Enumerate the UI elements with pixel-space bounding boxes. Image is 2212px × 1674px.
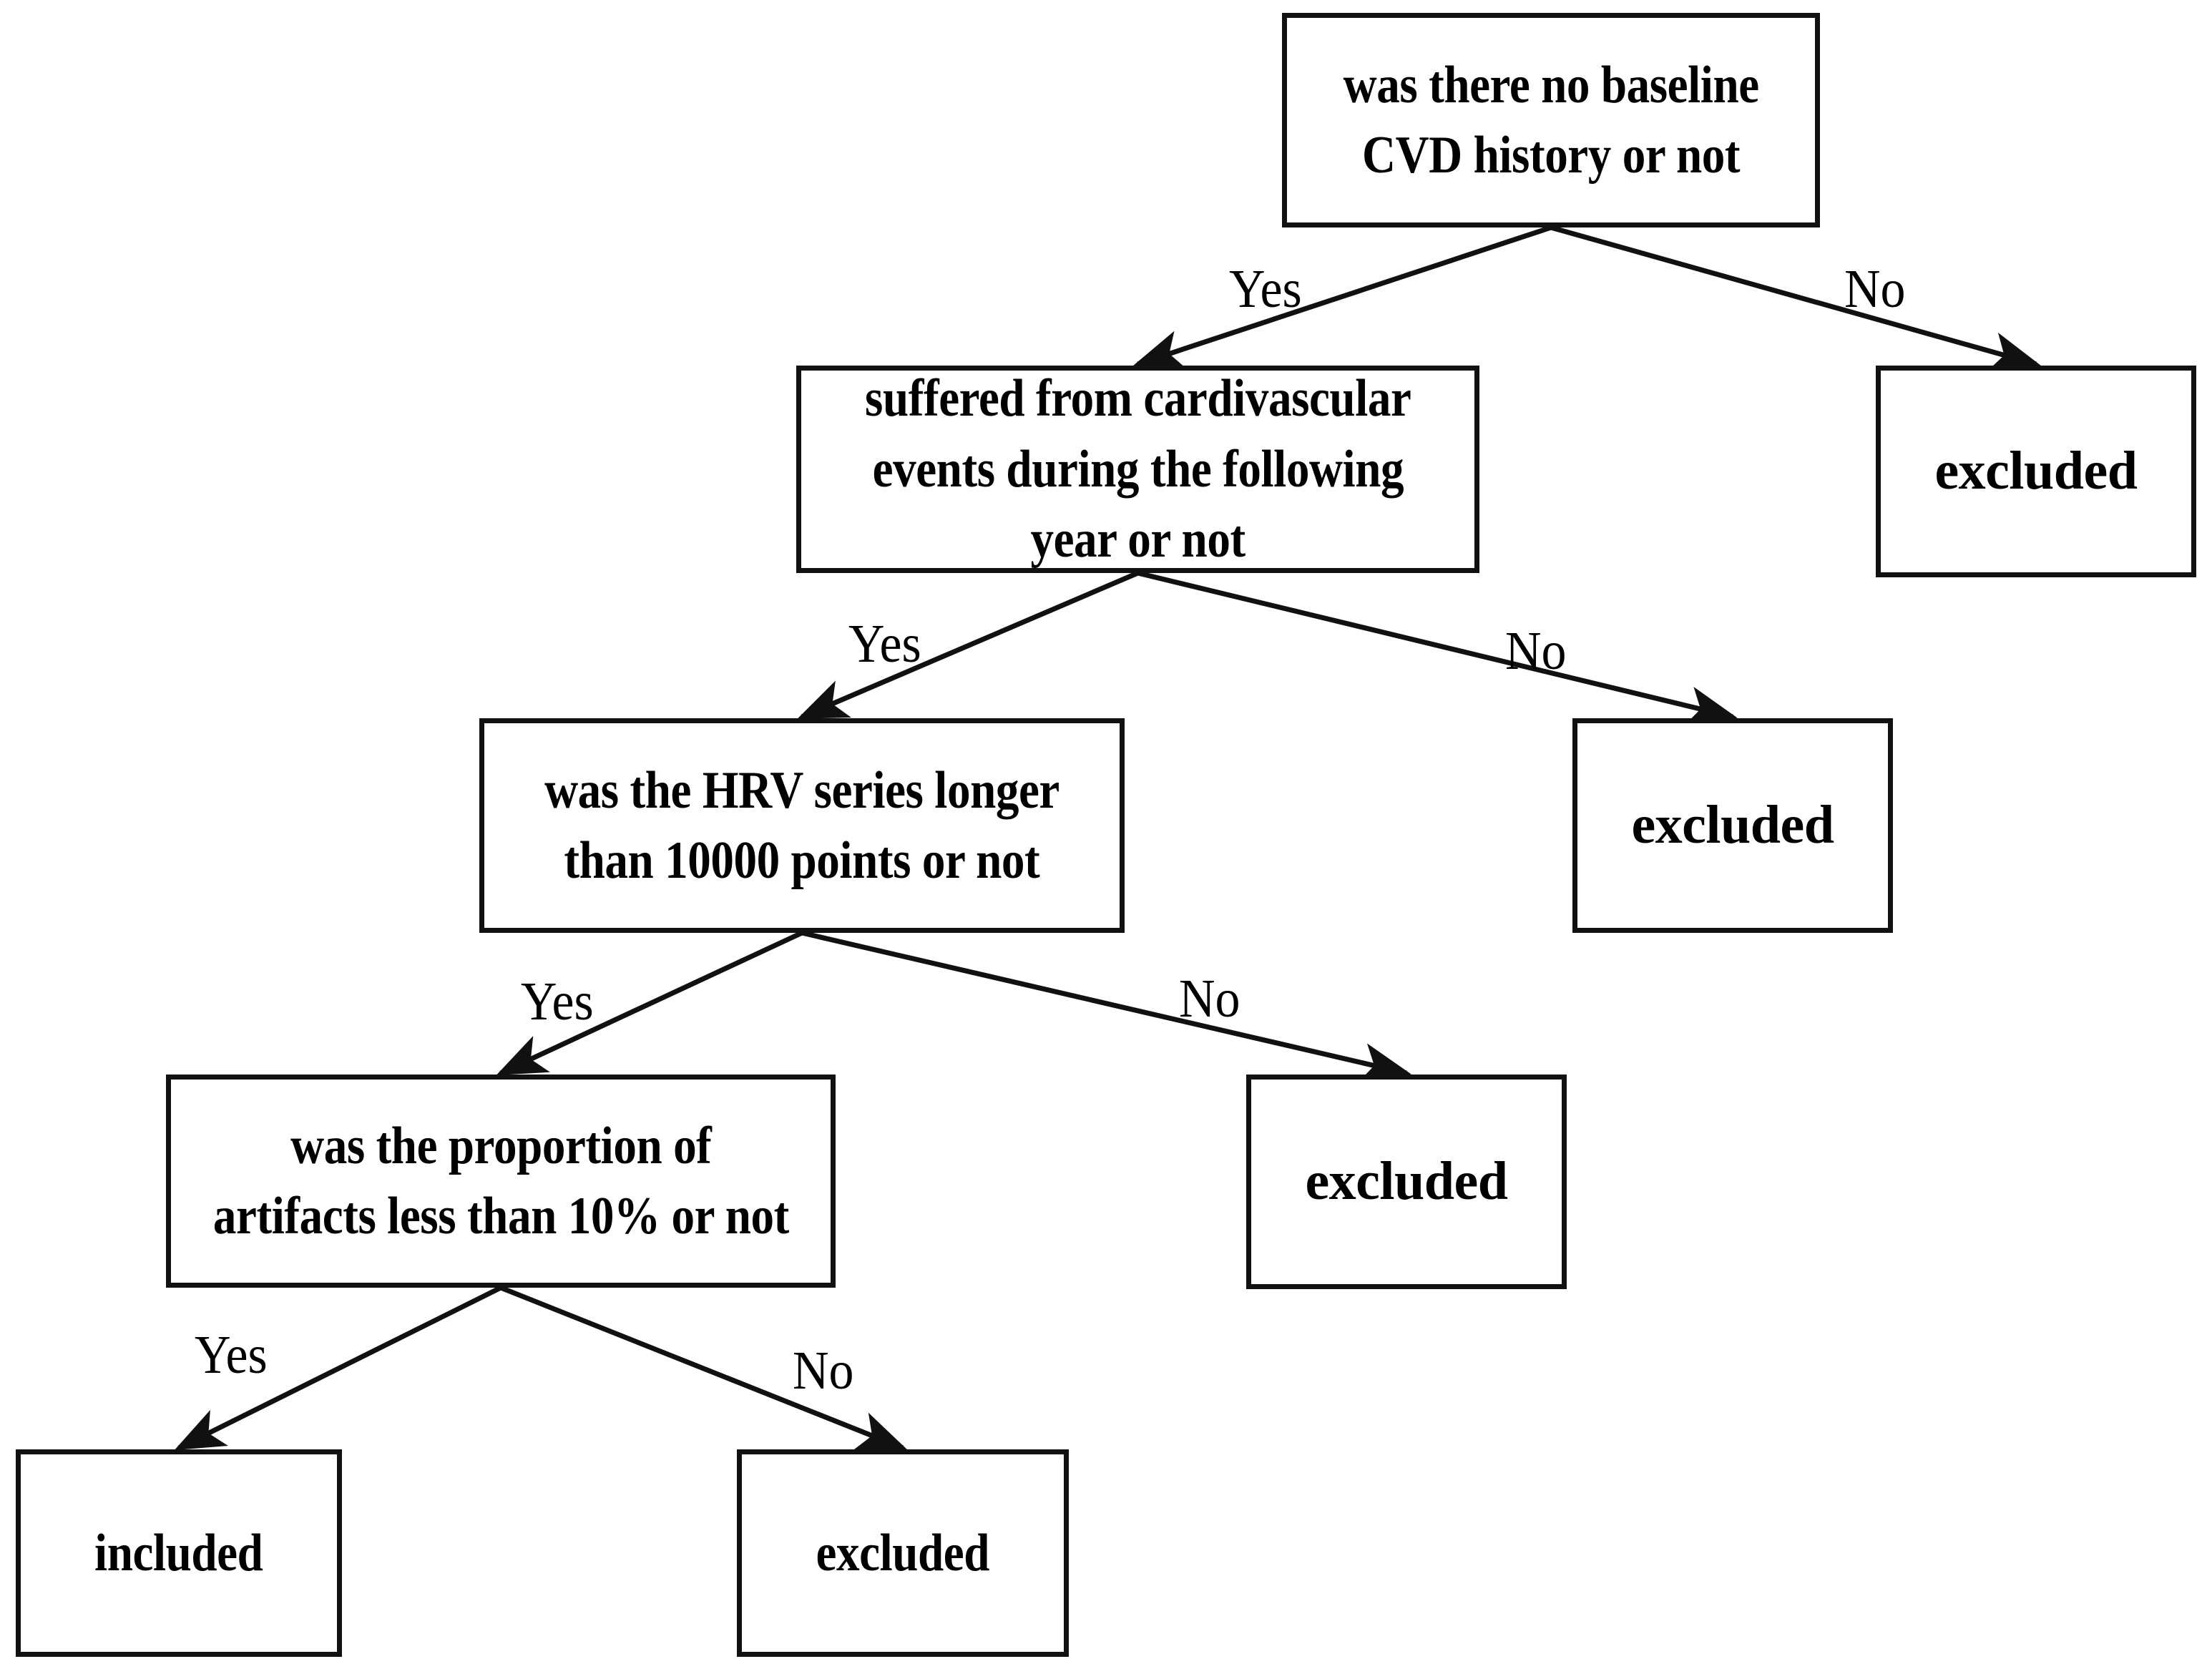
- edge-q1-to-ex1: [1550, 225, 2041, 371]
- edge-q1-to-q2: [1132, 225, 1552, 369]
- node-q4-line-0: was the proportion of: [290, 1116, 712, 1175]
- node-ex4[interactable]: excluded: [737, 1449, 1069, 1657]
- node-inc[interactable]: included: [16, 1449, 342, 1657]
- node-q1-line-0: was there no baseline: [1343, 55, 1759, 114]
- edge-q3-to-ex3: [801, 930, 1411, 1083]
- node-ex4-line-0: excluded: [816, 1523, 990, 1582]
- node-q3-line-1: than 10000 points or not: [564, 831, 1040, 890]
- node-ex2[interactable]: excluded: [1572, 718, 1893, 933]
- node-q2-line-2: year or not: [1030, 510, 1246, 569]
- node-ex3-line-0: excluded: [1305, 1151, 1508, 1212]
- node-q1-line-1: CVD history or not: [1361, 126, 1741, 185]
- node-ex3[interactable]: excluded: [1246, 1075, 1567, 1289]
- edge-q2-to-ex2: [1137, 570, 1738, 726]
- edge-label-q1-yes: Yes: [1229, 259, 1302, 319]
- node-ex1[interactable]: excluded: [1876, 366, 2196, 577]
- node-q3-line-0: was the HRV series longer: [544, 760, 1059, 820]
- node-q2[interactable]: suffered from cardivascular events during…: [796, 366, 1479, 573]
- edge-label-q4-no: No: [793, 1341, 854, 1401]
- edge-label-q3-yes: Yes: [521, 971, 594, 1032]
- node-inc-line-0: included: [94, 1523, 263, 1582]
- edge-label-q3-no: No: [1179, 969, 1240, 1029]
- node-q4[interactable]: was the proportion of artifacts less than…: [166, 1075, 836, 1288]
- node-ex1-line-0: excluded: [1934, 441, 2138, 501]
- edge-label-q2-no: No: [1505, 621, 1567, 681]
- edge-label-q1-no: No: [1844, 259, 1906, 319]
- node-q2-line-0: suffered from cardivascular: [864, 369, 1411, 429]
- node-q3[interactable]: was the HRV series longer than 10000 poin…: [479, 718, 1125, 933]
- node-ex2-line-0: excluded: [1631, 795, 1834, 856]
- node-q2-line-1: events during the following: [872, 439, 1404, 499]
- edge-label-q4-yes: Yes: [195, 1325, 268, 1385]
- node-q4-line-1: artifacts less than 10% or not: [212, 1187, 789, 1245]
- edge-label-q2-yes: Yes: [848, 614, 921, 674]
